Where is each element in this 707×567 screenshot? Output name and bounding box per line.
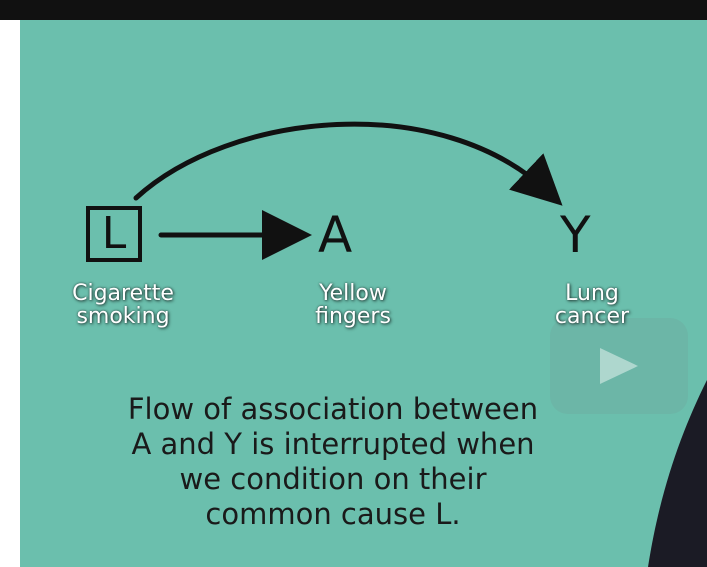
node-a-label-line2: fingers [315, 304, 391, 329]
causal-diagram [133, 121, 563, 260]
arrow-l-to-y [133, 121, 563, 206]
caption-line1: Flow of association between [127, 392, 539, 426]
caption: Flow of association between A and Y is i… [78, 392, 588, 532]
slide: L A Y Cigarette smoking Yellow fingers L… [20, 20, 707, 567]
node-l: L [86, 206, 142, 262]
play-icon [600, 348, 638, 384]
node-l-label: Cigarette smoking [58, 282, 188, 328]
top-bar [0, 0, 707, 20]
node-a: A [318, 206, 353, 264]
node-l-label-line1: Cigarette [72, 281, 174, 306]
node-y: Y [560, 206, 591, 264]
caption-line3: we condition on their [179, 462, 487, 496]
node-l-letter: L [101, 208, 127, 259]
node-y-label-line1: Lung [565, 281, 619, 306]
node-l-label-line2: smoking [76, 304, 170, 329]
play-button[interactable] [550, 318, 688, 414]
node-y-label-line2: cancer [554, 304, 630, 329]
caption-line2: A and Y is interrupted when [131, 427, 535, 461]
dark-corner-shape [648, 380, 707, 567]
node-a-label-line1: Yellow [319, 281, 387, 306]
node-a-label: Yellow fingers [288, 282, 418, 328]
node-y-label: Lung cancer [532, 282, 652, 328]
caption-line4: common cause L. [205, 497, 461, 531]
